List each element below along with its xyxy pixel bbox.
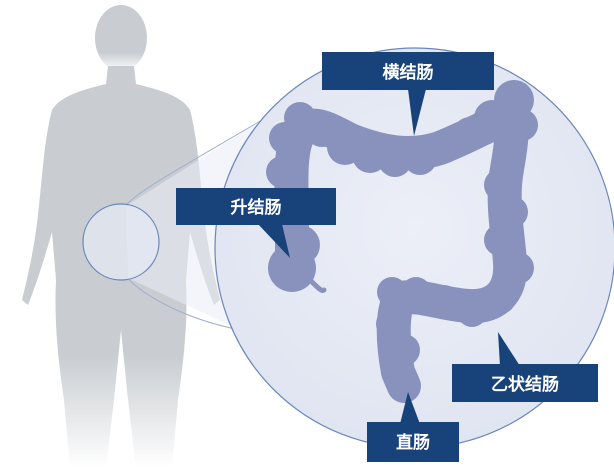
label-pointer [258, 224, 290, 258]
label-box [452, 364, 598, 402]
label-box [322, 52, 494, 90]
label-rectum: 直肠 [367, 392, 459, 462]
label-pointer [498, 332, 520, 366]
magnifier-connector [125, 119, 263, 331]
label-transverse-colon: 横结肠 [322, 52, 494, 136]
label-pointer [408, 89, 426, 136]
label-pointer [400, 392, 420, 424]
label-sigmoid-colon: 乙状结肠 [452, 332, 598, 402]
rectum-label: 直肠 [396, 432, 430, 453]
transverse-colon-label: 横结肠 [383, 62, 434, 83]
appendix [307, 277, 327, 293]
silhouette-head [95, 5, 147, 71]
label-box [176, 188, 336, 225]
label-box [367, 422, 459, 462]
sigmoid-colon-label: 乙状结肠 [491, 374, 559, 395]
ascending-colon-label: 升结肠 [231, 197, 282, 218]
label-ascending-colon: 升结肠 [176, 188, 336, 258]
body-focus-circle [82, 203, 160, 281]
